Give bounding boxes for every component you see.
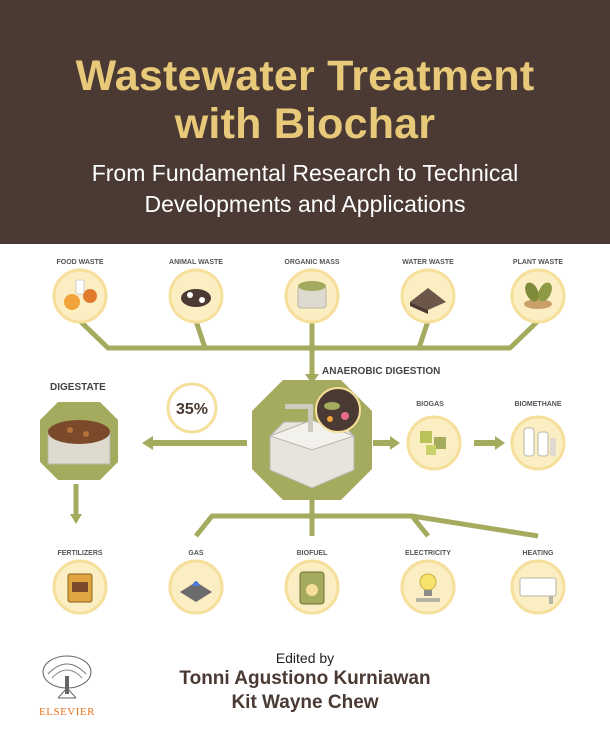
percentage-badge: 35% bbox=[166, 382, 218, 434]
animal-waste-icon bbox=[168, 268, 224, 324]
percentage-value: 35% bbox=[176, 401, 208, 418]
label-plant-waste: PLANT WASTE bbox=[513, 259, 563, 266]
label-biofuel: BIOFUEL bbox=[297, 550, 328, 557]
label-digestate: DIGESTATE bbox=[50, 382, 106, 393]
elsevier-tree-logo bbox=[38, 652, 96, 704]
fertilizers-icon bbox=[52, 559, 108, 615]
electricity-bulb-icon bbox=[400, 559, 456, 615]
book-subtitle: From Fundamental Research to Technical D… bbox=[0, 158, 610, 220]
label-fertilizers: FERTILIZERS bbox=[57, 550, 102, 557]
food-waste-icon bbox=[52, 268, 108, 324]
title-line-1: Wastewater Treatment bbox=[75, 52, 535, 100]
label-organic-mass: ORGANIC MASS bbox=[284, 259, 340, 266]
subtitle-line-1: From Fundamental Research to Technical bbox=[91, 160, 519, 186]
author-2: Kit Wayne Chew bbox=[231, 692, 379, 713]
label-gas: GAS bbox=[188, 550, 204, 557]
subtitle-line-2: Developments and Applications bbox=[144, 191, 466, 217]
cover-header: Wastewater Treatment with Biochar From F… bbox=[0, 0, 610, 244]
biomethane-icon bbox=[510, 415, 566, 471]
biofuel-can-icon bbox=[284, 559, 340, 615]
biogas-icon bbox=[406, 415, 462, 471]
author-1: Tonni Agustiono Kurniawan bbox=[179, 668, 431, 689]
publisher-name: ELSEVIER bbox=[39, 706, 95, 718]
arrow-to-biogas bbox=[373, 440, 391, 446]
heating-radiator-icon bbox=[510, 559, 566, 615]
edited-by: Edited by bbox=[275, 650, 335, 666]
label-heating: HEATING bbox=[523, 550, 555, 557]
label-water-waste: WATER WASTE bbox=[402, 259, 454, 266]
anaerobic-digestion-infographic: FOOD WASTE ANIMAL WASTE ORGANIC MASS WAT… bbox=[40, 259, 566, 615]
label-anaerobic-digestion: ANAEROBIC DIGESTION bbox=[322, 366, 440, 377]
label-animal-waste: ANIMAL WASTE bbox=[169, 259, 223, 266]
gas-stove-icon bbox=[168, 559, 224, 615]
flow-lines bbox=[73, 319, 540, 539]
label-biogas: BIOGAS bbox=[416, 401, 444, 408]
organic-mass-icon bbox=[284, 268, 340, 324]
digestate-tank-icon bbox=[40, 402, 118, 480]
book-title: Wastewater Treatment with Biochar bbox=[0, 52, 610, 148]
label-electricity: ELECTRICITY bbox=[405, 550, 451, 557]
label-biomethane: BIOMETHANE bbox=[514, 401, 561, 408]
digester-icon bbox=[252, 380, 372, 500]
title-line-2: with Biochar bbox=[174, 100, 436, 148]
label-food-waste: FOOD WASTE bbox=[56, 259, 103, 266]
water-waste-icon bbox=[400, 268, 456, 324]
arrow-to-biomethane bbox=[474, 440, 496, 446]
plant-waste-icon bbox=[510, 268, 566, 324]
arrow-to-digestate bbox=[152, 440, 247, 446]
flow-arrowheads bbox=[70, 374, 505, 524]
